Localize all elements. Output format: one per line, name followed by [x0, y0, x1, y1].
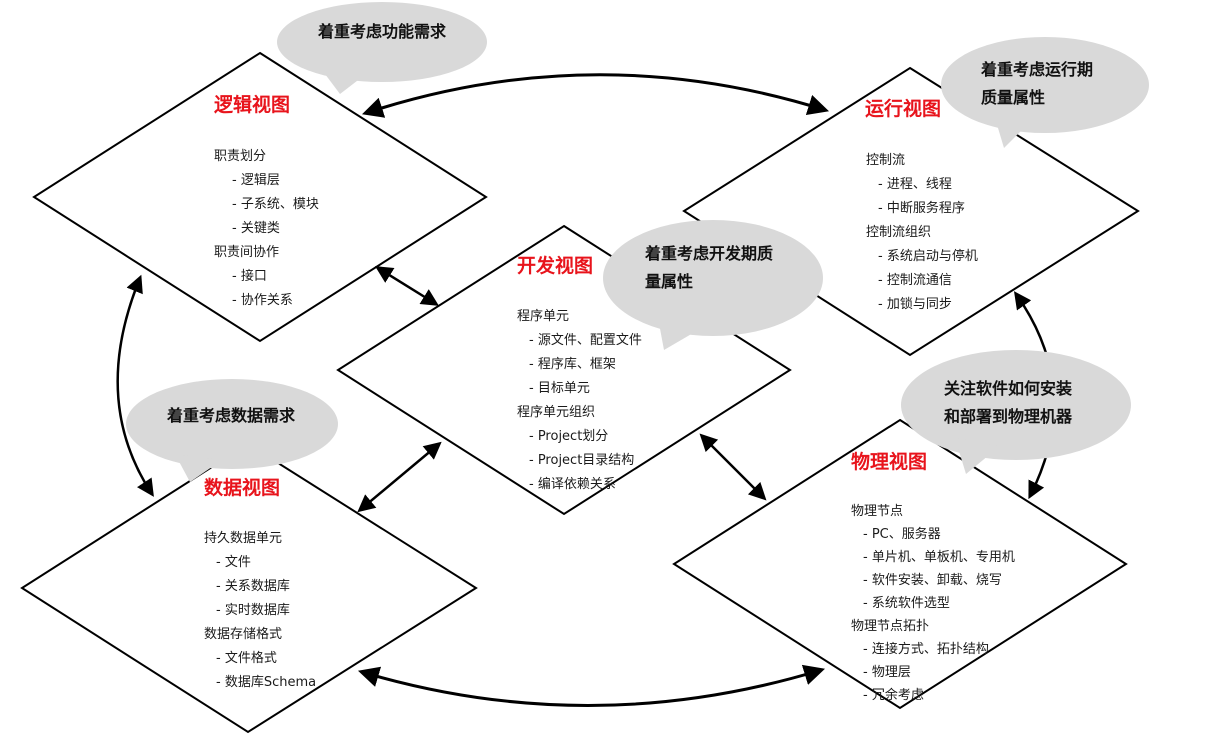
process-view-content: 控制流 - 进程、线程 - 中断服务程序 控制流组织 - 系统启动与停机 - 控… [866, 149, 978, 317]
bubble-data-line-1: 着重考虑数据需求 [167, 406, 296, 425]
logical-line-3: - 子系统、模块 [232, 197, 319, 212]
data-line-6: - 文件格式 [216, 651, 277, 666]
logical-line-5: 职责间协作 [214, 245, 280, 260]
development-line-6: - Project划分 [529, 429, 609, 444]
data-line-4: - 实时数据库 [216, 603, 290, 618]
bubble-deploy [901, 350, 1131, 474]
bubble-devquality-text: 着重考虑开发期质 量属性 [645, 240, 773, 296]
bubble-functional [277, 2, 487, 94]
data-view-content: 持久数据单元 - 文件 - 关系数据库 - 实时数据库 数据存储格式 - 文件格… [204, 527, 316, 695]
development-line-3: - 程序库、框架 [529, 357, 616, 372]
development-line-5: 程序单元组织 [517, 405, 596, 420]
development-view-content: 程序单元 - 源文件、配置文件 - 程序库、框架 - 目标单元 程序单元组织 -… [517, 305, 642, 497]
data-physical-arrow [357, 664, 826, 707]
data-line-3: - 关系数据库 [216, 579, 290, 594]
logical-line-7: - 协作关系 [232, 293, 293, 308]
bubble-deploy-line-1: 关注软件如何安装 [944, 379, 1073, 398]
bubble-functional-text: 着重考虑功能需求 [318, 18, 446, 46]
physical-line-7: - 连接方式、拓扑结构 [863, 642, 989, 657]
data-view-title: 数据视图 [204, 477, 281, 499]
development-line-4: - 目标单元 [529, 381, 590, 396]
bubble-deploy-line-2: 和部署到物理机器 [944, 407, 1073, 426]
bubble-deploy-text: 关注软件如何安装 和部署到物理机器 [944, 375, 1072, 431]
logical-line-2: - 逻辑层 [232, 173, 280, 188]
process-line-2: - 进程、线程 [878, 177, 952, 192]
physical-view-diamond [672, 418, 1128, 710]
data-line-2: - 文件 [216, 555, 251, 570]
bubble-data [126, 379, 338, 482]
bubble-data-text: 着重考虑数据需求 [167, 402, 295, 430]
bubble-runtime-line-1: 着重考虑运行期 [981, 60, 1094, 79]
logical-process-arrow [362, 73, 830, 118]
logical-line-4: - 关键类 [232, 221, 280, 236]
bubble-functional-line-1: 着重考虑功能需求 [318, 22, 447, 41]
development-line-1: 程序单元 [517, 309, 570, 324]
data-line-7: - 数据库Schema [216, 675, 317, 690]
data-view-diamond [20, 442, 478, 734]
data-line-5: 数据存储格式 [204, 627, 283, 642]
process-view-title: 运行视图 [865, 98, 942, 120]
bubble-devquality [603, 220, 823, 350]
process-line-1: 控制流 [866, 153, 906, 168]
physical-line-1: 物理节点 [851, 504, 904, 519]
data-line-1: 持久数据单元 [204, 531, 283, 546]
development-line-7: - Project目录结构 [529, 453, 635, 468]
process-line-7: - 加锁与同步 [878, 297, 952, 312]
logical-view-title: 逻辑视图 [214, 94, 291, 116]
data-development-arrow [357, 441, 442, 513]
bubble-devquality-line-2: 量属性 [645, 272, 694, 291]
development-line-8: - 编译依赖关系 [529, 477, 616, 492]
logical-development-arrow [375, 266, 439, 306]
logical-data-arrow [116, 274, 154, 497]
physical-line-4: - 软件安装、卸载、烧写 [863, 573, 1002, 588]
physical-line-8: - 物理层 [863, 665, 911, 680]
bubble-runtime [941, 37, 1149, 148]
physical-line-5: - 系统软件选型 [863, 596, 950, 611]
bubble-devquality-line-1: 着重考虑开发期质 [645, 244, 774, 263]
physical-view-title: 物理视图 [851, 451, 928, 473]
physical-line-9: - 冗余考虑 [863, 688, 924, 703]
bubble-runtime-line-2: 质量属性 [981, 88, 1046, 107]
development-physical-arrow [699, 433, 767, 501]
logical-view-content: 职责划分 - 逻辑层 - 子系统、模块 - 关键类 职责间协作 - 接口 - 协… [214, 145, 319, 313]
development-line-2: - 源文件、配置文件 [529, 333, 642, 348]
process-line-5: - 系统启动与停机 [878, 249, 978, 264]
logical-view-diamond [32, 51, 488, 343]
bubble-runtime-text: 着重考虑运行期 质量属性 [981, 56, 1093, 112]
logical-line-1: 职责划分 [214, 149, 267, 164]
physical-line-2: - PC、服务器 [863, 527, 941, 542]
process-line-6: - 控制流通信 [878, 273, 952, 288]
process-line-3: - 中断服务程序 [878, 201, 965, 216]
physical-line-3: - 单片机、单板机、专用机 [863, 550, 1015, 565]
physical-line-6: 物理节点拓扑 [851, 619, 930, 634]
development-view-title: 开发视图 [517, 255, 594, 277]
physical-view-content: 物理节点 - PC、服务器 - 单片机、单板机、专用机 - 软件安装、卸载、烧写… [851, 500, 1015, 707]
process-line-4: 控制流组织 [866, 225, 932, 240]
logical-line-6: - 接口 [232, 269, 267, 284]
